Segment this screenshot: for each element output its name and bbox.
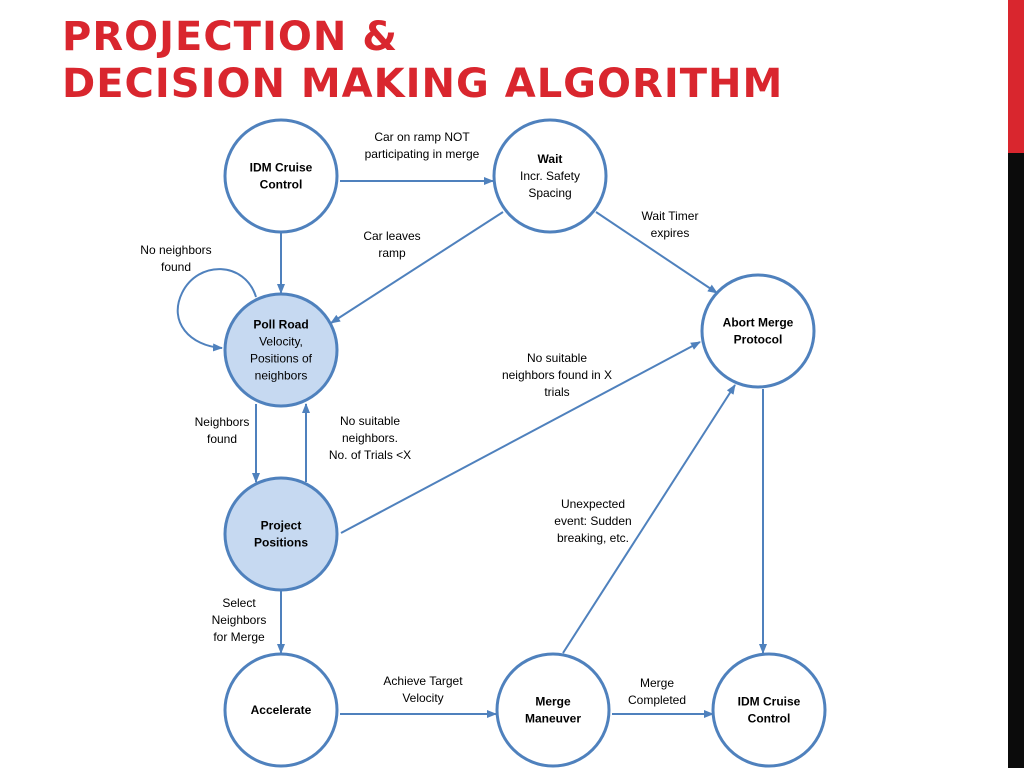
node-circle [700,273,816,389]
edge-wait-to-abort [595,211,718,294]
node-circle [495,652,611,768]
node-circle [223,476,339,592]
edges-layer [176,177,767,718]
edge-merge-to-abort [562,384,736,654]
node-circle [711,652,827,768]
slide-title: PROJECTION & DECISION MAKING ALGORITHM [62,14,783,108]
node-circle [223,652,339,768]
edge-poll-self-loop [176,268,257,352]
node-circle [223,118,339,234]
side-bar-black [1008,153,1024,768]
node-accelerate: Accelerate [223,652,339,768]
accent-bar-red [1008,0,1024,153]
node-circle [223,292,339,408]
slide-title-line-2: DECISION MAKING ALGORITHM [62,61,784,107]
node-circle [492,118,608,234]
edge-wait-to-poll [330,211,504,324]
node-label: Accelerate [251,703,312,717]
slide-title-line-1: PROJECTION & [62,14,399,60]
edge-project-to-abort [340,341,701,534]
